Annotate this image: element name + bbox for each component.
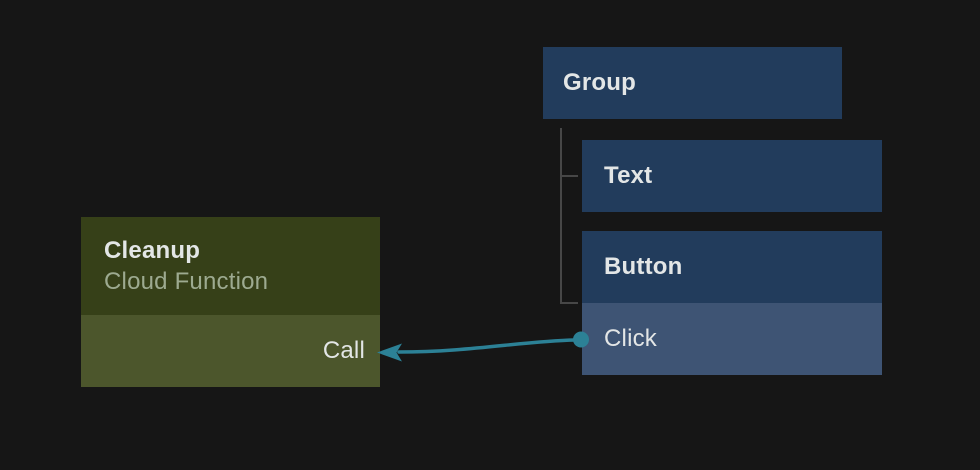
node-group[interactable]: Group: [543, 47, 842, 119]
node-text-label: Text: [604, 162, 653, 189]
node-group-label: Group: [563, 69, 636, 96]
node-button[interactable]: Button Click: [582, 231, 882, 375]
tree-guide-tick-button: [560, 302, 578, 304]
node-cleanup-subtitle: Cloud Function: [104, 268, 269, 295]
port-click[interactable]: Click: [582, 303, 882, 375]
tree-guide-tick-text: [560, 175, 578, 177]
port-call-label: Call: [322, 337, 365, 364]
connection-wire[interactable]: [397, 338, 577, 354]
node-button-header[interactable]: Button: [582, 231, 882, 303]
tree-guide-vertical-line: [560, 128, 562, 304]
node-cleanup[interactable]: Cleanup Cloud Function Call: [81, 217, 380, 387]
node-text[interactable]: Text: [582, 140, 882, 212]
port-click-label: Click: [604, 325, 657, 352]
node-cleanup-header[interactable]: Cleanup Cloud Function: [81, 217, 380, 315]
node-button-label: Button: [604, 253, 683, 280]
port-call[interactable]: Call: [81, 315, 380, 387]
node-cleanup-title: Cleanup: [104, 237, 201, 264]
